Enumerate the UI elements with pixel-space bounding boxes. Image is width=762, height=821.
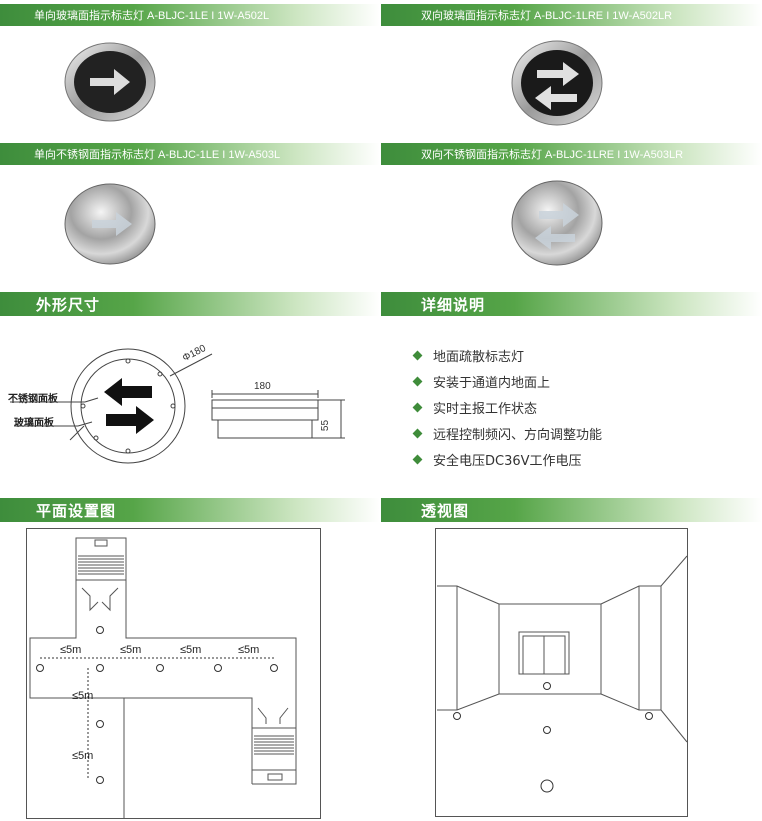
spacing-label: ≤5m xyxy=(72,750,94,762)
caption-text: 双向不锈钢面指示标志灯 A-BLJC-1LRE I 1W-A503LR xyxy=(421,149,684,161)
height-label: 55 xyxy=(320,419,332,432)
spacing-label: ≤5m xyxy=(120,644,142,656)
feature-item: 远程控制频闪、方向调整功能 xyxy=(412,420,602,446)
section-title: 外形尺寸 xyxy=(36,296,101,314)
glass-single-arrow-lamp-image xyxy=(64,42,156,122)
section-dimensions: 外形尺寸 xyxy=(0,292,380,316)
spacing-label: ≤5m xyxy=(238,644,260,656)
spacing-label: ≤5m xyxy=(180,644,202,656)
caption-text: 单向不锈钢面指示标志灯 A-BLJC-1LE I 1W-A503L xyxy=(34,149,281,161)
diamond-bullet-icon xyxy=(412,350,423,360)
caption-bar-4: 双向不锈钢面指示标志灯 A-BLJC-1LRE I 1W-A503LR xyxy=(381,143,762,165)
feature-item: 安装于通道内地面上 xyxy=(412,368,602,394)
perspective-drawing xyxy=(435,528,688,817)
diamond-bullet-icon xyxy=(412,402,423,412)
steel-panel-label: 不锈钢面板 xyxy=(8,394,58,405)
caption-bar-3: 单向不锈钢面指示标志灯 A-BLJC-1LE I 1W-A503L xyxy=(0,143,380,165)
section-layout: 平面设置图 xyxy=(0,498,380,522)
diamond-bullet-icon xyxy=(412,454,423,464)
section-title: 详细说明 xyxy=(421,296,486,314)
section-title: 平面设置图 xyxy=(36,502,117,520)
glass-double-arrow-lamp-image xyxy=(511,40,603,126)
spacing-label: ≤5m xyxy=(60,644,82,656)
caption-text: 单向玻璃面指示标志灯 A-BLJC-1LE I 1W-A502L xyxy=(34,10,270,22)
feature-item: 实时主报工作状态 xyxy=(412,394,602,420)
feature-list: 地面疏散标志灯 安装于通道内地面上 实时主报工作状态 远程控制频闪、方向调整功能… xyxy=(412,342,602,472)
diamond-bullet-icon xyxy=(412,376,423,386)
feature-item: 地面疏散标志灯 xyxy=(412,342,602,368)
diamond-bullet-icon xyxy=(412,428,423,438)
section-title: 透视图 xyxy=(421,502,470,520)
section-perspective: 透视图 xyxy=(381,498,762,522)
steel-double-arrow-lamp-image xyxy=(511,180,603,266)
side-view-drawing xyxy=(211,390,345,439)
glass-panel-label: 玻璃面板 xyxy=(14,418,54,429)
front-view-drawing xyxy=(70,348,213,464)
caption-text: 双向玻璃面指示标志灯 A-BLJC-1LRE I 1W-A502LR xyxy=(421,10,673,22)
steel-single-arrow-lamp-image xyxy=(64,183,156,265)
feature-item: 安全电压DC36V工作电压 xyxy=(412,446,602,472)
caption-bar-1: 单向玻璃面指示标志灯 A-BLJC-1LE I 1W-A502L xyxy=(0,4,380,26)
caption-bar-2: 双向玻璃面指示标志灯 A-BLJC-1LRE I 1W-A502LR xyxy=(381,4,762,26)
section-details: 详细说明 xyxy=(381,292,762,316)
width-label: 180 xyxy=(254,381,271,392)
spacing-label: ≤5m xyxy=(72,690,94,702)
floor-plan-drawing xyxy=(26,528,321,819)
